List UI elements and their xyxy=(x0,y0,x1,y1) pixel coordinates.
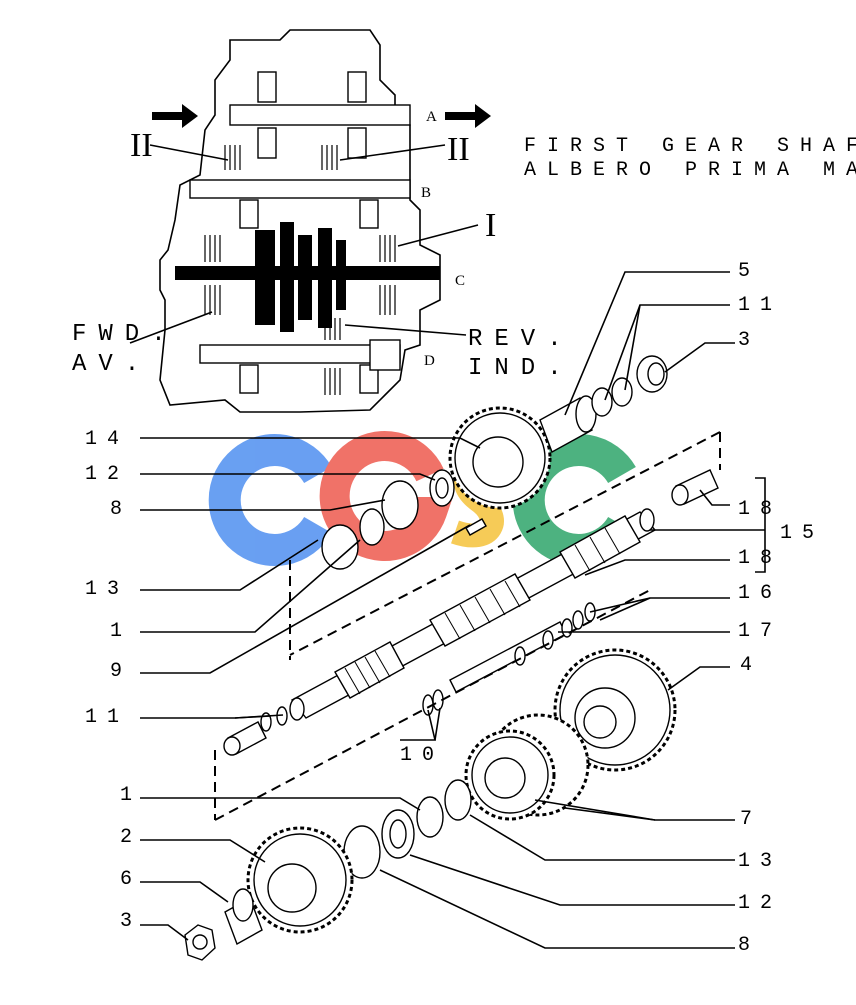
callout-11-bottom: 11 xyxy=(85,706,129,729)
callout-18-bottom: 18 xyxy=(738,547,782,570)
label-rev: REV. xyxy=(468,326,574,353)
gear-7 xyxy=(464,713,590,821)
label-ind: IND. xyxy=(468,355,574,382)
callout-8-bottom: 8 xyxy=(738,934,760,957)
callout-15: 15 xyxy=(780,522,824,545)
callout-12-bottom: 12 xyxy=(738,892,782,915)
callout-17: 17 xyxy=(738,620,782,643)
callout-10: 10 xyxy=(400,744,444,767)
callout-5: 5 xyxy=(738,260,760,283)
callout-13-bottom: 13 xyxy=(738,850,782,873)
callout-18-top: 18 xyxy=(738,498,782,521)
label-av: AV. xyxy=(72,351,151,378)
callout-6: 6 xyxy=(120,868,142,891)
callout-11-top: 11 xyxy=(738,294,782,317)
callout-16: 16 xyxy=(738,582,782,605)
callout-12-top: 12 xyxy=(85,463,129,486)
roman-ii-right: II xyxy=(447,131,470,168)
title-line1: FIRST GEAR SHAF xyxy=(524,135,856,158)
roman-ii-left: II xyxy=(130,127,153,164)
callout-1-top: 1 xyxy=(110,620,132,643)
cgsc-watermark xyxy=(208,431,636,566)
shaft-letter-c: C xyxy=(455,273,465,289)
callout-7: 7 xyxy=(740,808,762,831)
callout-9: 9 xyxy=(110,660,132,683)
callout-3-top: 3 xyxy=(738,329,760,352)
gear-14 xyxy=(448,406,552,510)
title-line2: ALBERO PRIMA MA xyxy=(524,159,856,182)
callout-4: 4 xyxy=(740,654,762,677)
shaft-letter-d: D xyxy=(424,353,435,369)
callout-13-top: 13 xyxy=(85,578,129,601)
callout-8-top: 8 xyxy=(110,498,132,521)
label-fwd: FWD. xyxy=(72,321,178,348)
gear-4 xyxy=(553,648,677,772)
callout-14: 14 xyxy=(85,428,129,451)
shaft-letter-b: B xyxy=(421,185,431,201)
callout-2: 2 xyxy=(120,826,142,849)
gear-2 xyxy=(246,826,354,934)
callout-3-bottom: 3 xyxy=(120,910,142,933)
callout-1-bottom: 1 xyxy=(120,784,142,807)
transmission-section xyxy=(152,29,491,413)
shaft-letter-a: A xyxy=(426,109,437,125)
roman-i: I xyxy=(485,207,496,244)
